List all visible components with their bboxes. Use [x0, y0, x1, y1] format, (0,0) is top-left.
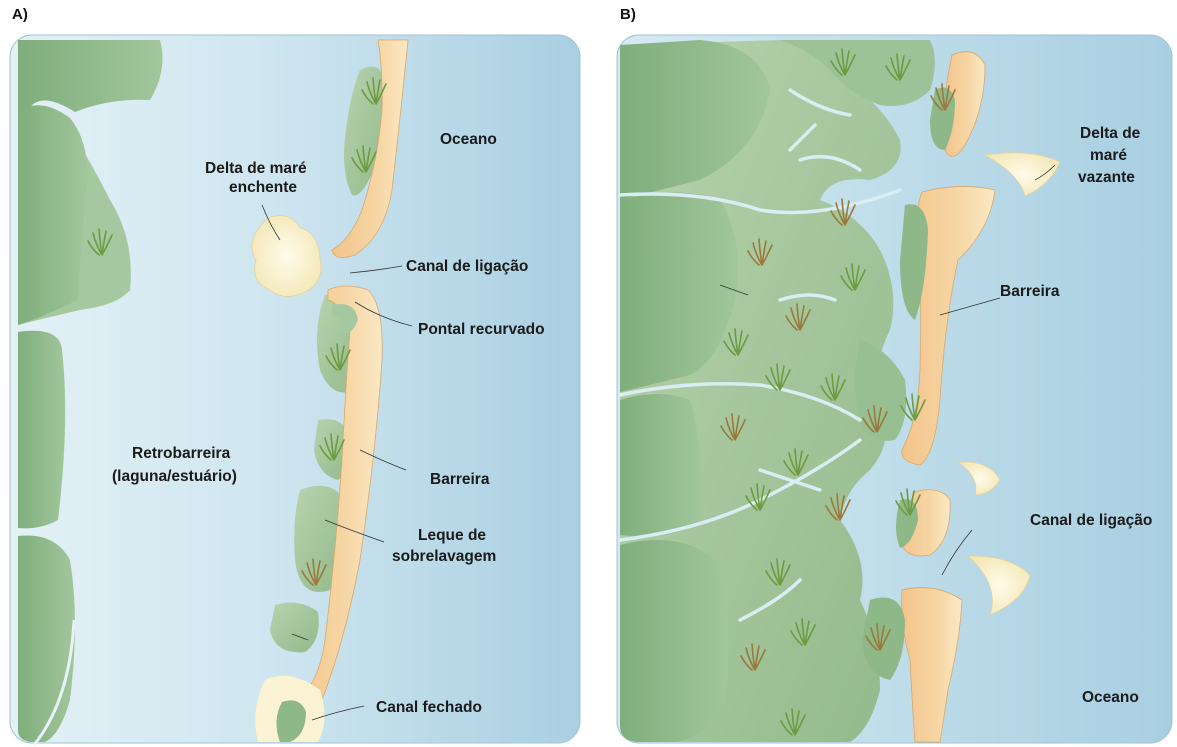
label-back-barrier-line1: Retrobarreira [132, 445, 231, 462]
panel-b: Delta de maré vazante Barreira Canal de … [617, 35, 1172, 743]
label-back-barrier-line2: (laguna/estuário) [112, 468, 237, 485]
label-washover-line1: Leque de [418, 527, 486, 544]
label-ocean-b: Oceano [1082, 689, 1139, 706]
label-barrier-a: Barreira [430, 471, 490, 488]
label-ocean-a: Oceano [440, 131, 497, 148]
panel-a: Oceano Delta de maré enchente Canal de l… [10, 35, 580, 745]
label-barrier-b: Barreira [1000, 283, 1060, 300]
mainland-upland [18, 331, 65, 529]
label-ebb-delta-line1: Delta de [1080, 125, 1141, 142]
mainland-upland [620, 540, 728, 742]
label-ebb-delta-line3: vazante [1078, 169, 1135, 186]
label-washover-line2: sobrelavagem [392, 548, 496, 565]
label-inlet-b: Canal de ligação [1030, 512, 1152, 529]
mainland-upland [620, 394, 701, 536]
mainland-upland [18, 536, 75, 743]
mainland-upland [18, 105, 88, 325]
label-flood-delta-line1: Delta de maré [205, 160, 307, 177]
label-inlet-a: Canal de ligação [406, 258, 528, 275]
label-ebb-delta-line2: maré [1090, 147, 1127, 164]
label-flood-delta-line2: enchente [229, 179, 297, 196]
label-recurved-spit: Pontal recurvado [418, 321, 545, 338]
label-closed-inlet: Canal fechado [376, 699, 482, 716]
